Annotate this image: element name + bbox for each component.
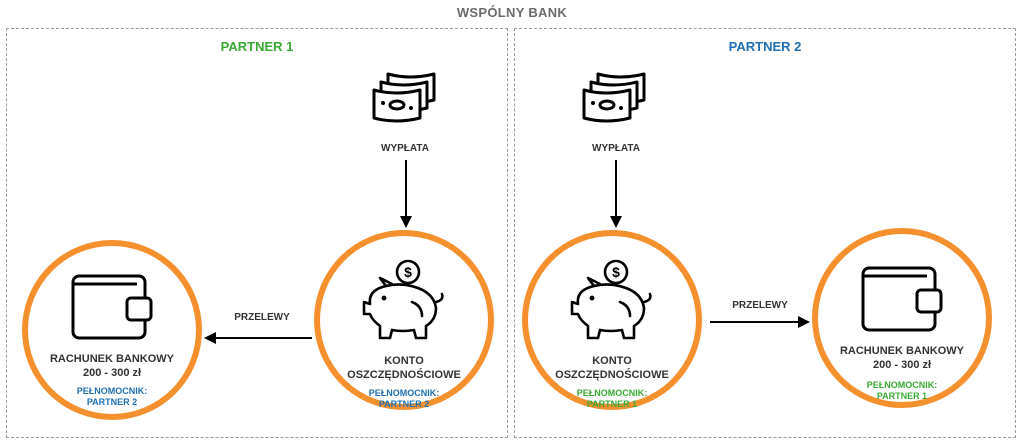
withdrawal-arrow-p2: [610, 160, 622, 228]
savings-label-line1-p1: KONTO: [384, 355, 424, 367]
piggy-bank-icon: $: [570, 259, 652, 340]
bank-account-proxy-line1-p1: PEŁNOMOCNIK:: [76, 386, 148, 396]
bank-account-circle-p1: RACHUNEK BANKOWY 200 - 300 zł PEŁNOMOCNI…: [22, 240, 202, 420]
withdrawal-label-p2: WYPŁATA: [592, 143, 640, 154]
money-icon: [582, 72, 646, 123]
bank-account-proxy-line2-p1: PARTNER 2: [86, 397, 138, 407]
savings-account-circle-p1: $ KONTO OSZCZĘDNOŚCIOWE PEŁNOMOCNIK: PAR…: [314, 230, 494, 410]
transfers-arrow-p1: [204, 332, 312, 344]
savings-proxy-line1-p1: PEŁNOMOCNIK:: [368, 388, 440, 398]
money-icon: [372, 72, 436, 123]
svg-text:$: $: [612, 264, 620, 280]
bank-account-label-p1: RACHUNEK BANKOWY: [49, 353, 175, 365]
diagram-title: WSPÓLNY BANK: [456, 5, 568, 20]
transfers-label-p1: PRZELEWY: [234, 312, 290, 323]
bank-account-amount-p1: 200 - 300 zł: [82, 367, 142, 379]
partner-1-title: PARTNER 1: [220, 39, 294, 54]
partner-2-title: PARTNER 2: [728, 39, 802, 54]
bank-account-label-p2: RACHUNEK BANKOWY: [839, 345, 965, 357]
bank-account-proxy-line1-p2: PEŁNOMOCNIK:: [866, 380, 938, 390]
savings-proxy-line1-p2: PEŁNOMOCNIK:: [576, 388, 648, 398]
partner-2-panel: PARTNER 2: [514, 28, 1016, 438]
savings-proxy-line2-p1: PARTNER 2: [378, 399, 430, 409]
transfers-label-p2: PRZELEWY: [732, 300, 788, 311]
bank-account-proxy-line2-p2: PARTNER 1: [876, 391, 928, 401]
withdrawal-arrow-p1: [400, 160, 412, 228]
bank-account-amount-p2: 200 - 300 zł: [872, 359, 932, 371]
savings-proxy-line2-p2: PARTNER 1: [586, 399, 638, 409]
savings-label-line2-p1: OSZCZĘDNOŚCIOWE: [347, 369, 461, 381]
wallet-icon: [861, 266, 943, 332]
transfers-arrow-p2: [710, 316, 810, 328]
savings-label-line1-p2: KONTO: [592, 355, 632, 367]
wallet-icon: [71, 274, 153, 340]
savings-label-line2-p2: OSZCZĘDNOŚCIOWE: [555, 369, 669, 381]
partner-1-panel: PARTNER 1: [6, 28, 508, 438]
savings-account-circle-p2: $ KONTO OSZCZĘDNOŚCIOWE PEŁNOMOCNIK: PAR…: [522, 230, 702, 410]
piggy-bank-icon: $: [362, 259, 444, 340]
svg-text:$: $: [404, 264, 412, 280]
withdrawal-label-p1: WYPŁATA: [381, 143, 429, 154]
bank-account-circle-p2: RACHUNEK BANKOWY 200 - 300 zł PEŁNOMOCNI…: [812, 228, 992, 408]
